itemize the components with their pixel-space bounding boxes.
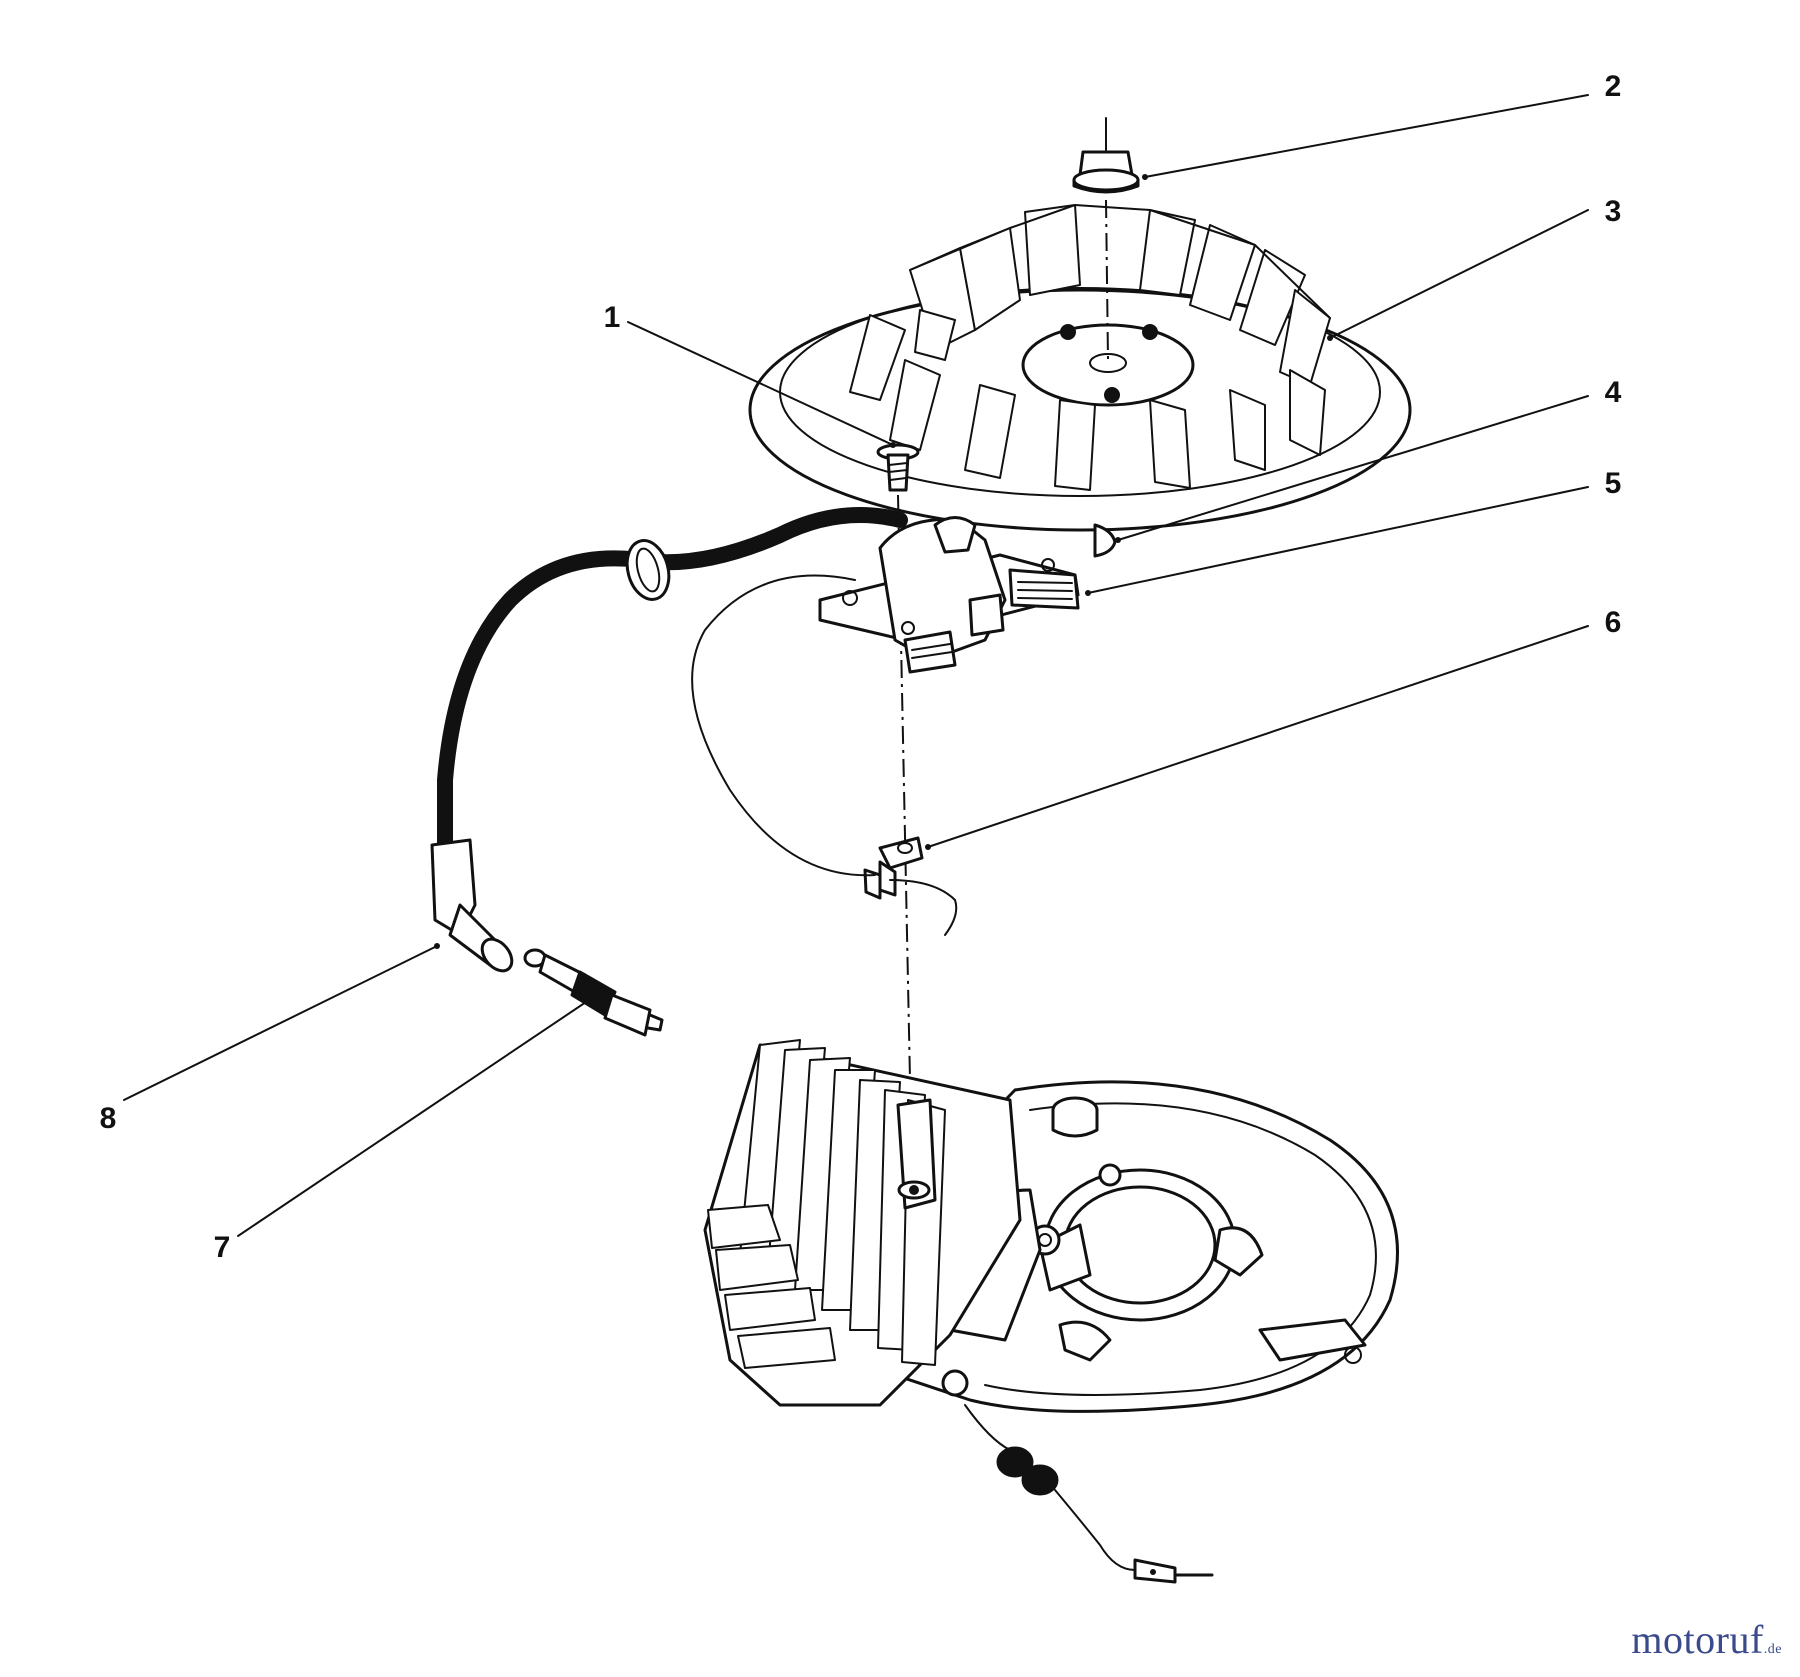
watermark-logo: motoruf.de	[1631, 1616, 1782, 1663]
spark-plug-lead	[437, 507, 908, 868]
flywheel	[748, 204, 1412, 532]
callout-labels: 1 2 3 4 5 6 7 8	[100, 70, 1622, 1264]
callout-5: 5	[1605, 467, 1622, 500]
watermark-suffix: .de	[1763, 1642, 1782, 1657]
flywheel-key	[1093, 523, 1117, 558]
watermark-text: motoruf	[1631, 1617, 1764, 1662]
engine-block	[703, 1039, 1399, 1413]
callout-leaders	[123, 94, 1589, 1237]
spark-plug-boot	[430, 838, 514, 973]
callout-7: 7	[214, 1231, 231, 1264]
callout-3: 3	[1605, 195, 1622, 228]
flywheel-nut	[1072, 117, 1140, 194]
mounting-screw	[876, 443, 920, 492]
callout-1: 1	[604, 301, 621, 334]
ground-wire	[964, 1404, 1214, 1584]
callout-8: 8	[100, 1102, 117, 1135]
callout-2: 2	[1605, 70, 1622, 103]
spark-plug	[523, 948, 664, 1037]
ground-clip	[863, 836, 924, 900]
ignition-coil	[818, 516, 1080, 674]
callout-4: 4	[1605, 376, 1622, 409]
callout-6: 6	[1605, 606, 1622, 639]
